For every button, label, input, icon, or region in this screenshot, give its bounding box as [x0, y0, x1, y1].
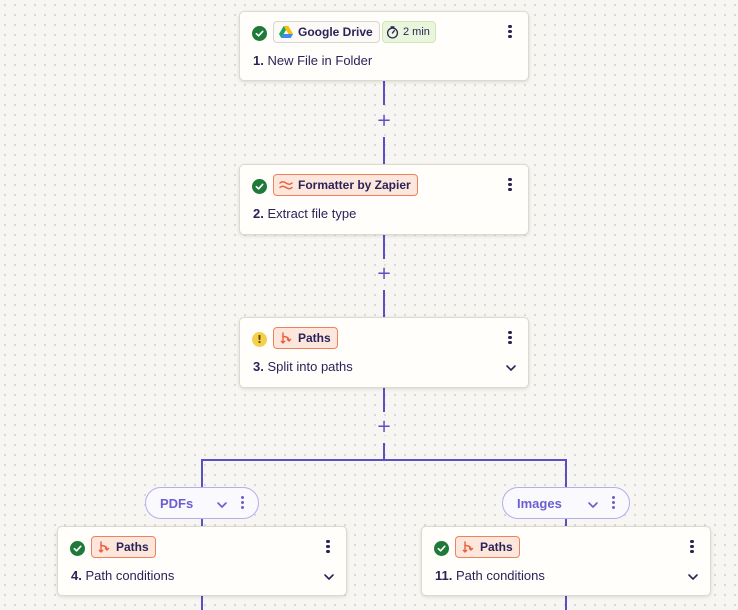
step-title: 3. Split into paths [253, 359, 353, 374]
paths-icon [278, 330, 294, 346]
connector-line [383, 443, 385, 461]
add-step-plus-icon[interactable]: + [376, 263, 392, 284]
branch-line [565, 518, 567, 526]
check-icon [252, 179, 267, 194]
warning-icon: ! [252, 332, 267, 347]
app-name: Paths [480, 540, 513, 554]
google-drive-icon [278, 24, 294, 40]
check-icon [434, 541, 449, 556]
more-options-icon[interactable] [505, 176, 515, 194]
chevron-down-icon[interactable] [505, 361, 517, 373]
step-title: 4. Path conditions [71, 568, 175, 583]
chevron-down-icon[interactable] [587, 498, 599, 510]
connector-line [383, 137, 385, 164]
branch-line [565, 596, 567, 610]
chevron-down-icon[interactable] [323, 570, 335, 582]
more-options-icon[interactable] [505, 23, 515, 41]
check-icon [70, 541, 85, 556]
step-card-3[interactable]: ! Paths 3. Split into paths [239, 317, 529, 388]
add-step-plus-icon[interactable]: + [376, 110, 392, 131]
more-options-icon[interactable] [609, 494, 617, 512]
app-chip-google-drive: Google Drive [273, 21, 380, 43]
app-name: Google Drive [298, 25, 373, 39]
connector-line [383, 290, 385, 317]
formatter-icon [278, 177, 294, 193]
branch-line [201, 596, 203, 610]
more-options-icon[interactable] [238, 494, 246, 512]
step-card-1[interactable]: Google Drive 2 min 1. New File in Folder [239, 11, 529, 81]
step-title: 1. New File in Folder [253, 53, 373, 68]
chevron-down-icon[interactable] [687, 570, 699, 582]
step-card-2[interactable]: Formatter by Zapier 2. Extract file type [239, 164, 529, 235]
app-chip-paths: Paths [455, 536, 520, 558]
more-options-icon[interactable] [323, 538, 333, 556]
paths-icon [460, 539, 476, 555]
stopwatch-icon [386, 25, 399, 39]
step-card-11[interactable]: Paths 11. Path conditions [421, 526, 711, 596]
connector-line [383, 235, 385, 259]
app-name: Paths [116, 540, 149, 554]
step-title: 2. Extract file type [253, 206, 357, 221]
branch-pill-pdfs[interactable]: PDFs [145, 487, 259, 519]
app-chip-paths: Paths [91, 536, 156, 558]
connector-line [383, 388, 385, 412]
paths-icon [96, 539, 112, 555]
more-options-icon[interactable] [505, 329, 515, 347]
check-icon [252, 26, 267, 41]
step-card-4[interactable]: Paths 4. Path conditions [57, 526, 347, 596]
app-chip-paths: Paths [273, 327, 338, 349]
add-step-plus-icon[interactable]: + [376, 416, 392, 437]
duration-badge: 2 min [382, 21, 436, 43]
connector-line [383, 81, 385, 105]
branch-label: PDFs [160, 496, 194, 511]
branch-pill-images[interactable]: Images [502, 487, 630, 519]
chevron-down-icon[interactable] [216, 498, 228, 510]
app-name: Paths [298, 331, 331, 345]
branch-line [565, 459, 567, 487]
branch-line [201, 518, 203, 526]
branch-line [201, 459, 203, 487]
app-name: Formatter by Zapier [298, 178, 411, 192]
branch-label: Images [517, 496, 562, 511]
duration-text: 2 min [403, 26, 430, 38]
branch-line [201, 459, 567, 461]
step-title: 11. Path conditions [435, 568, 545, 583]
app-chip-formatter: Formatter by Zapier [273, 174, 418, 196]
more-options-icon[interactable] [687, 538, 697, 556]
